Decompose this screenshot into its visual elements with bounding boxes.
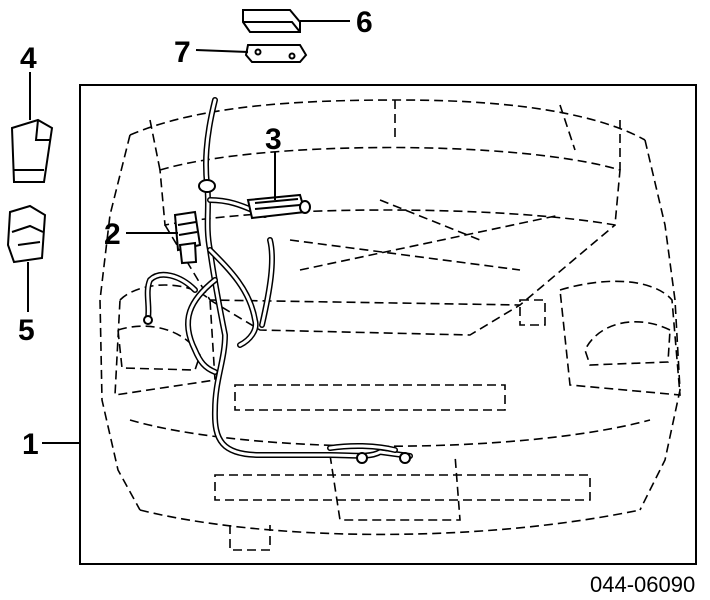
diagram-frame bbox=[79, 84, 697, 565]
component-2 bbox=[173, 210, 202, 265]
callout-3: 3 bbox=[265, 123, 282, 156]
callout-7: 7 bbox=[174, 36, 191, 69]
component-6 bbox=[242, 9, 301, 33]
component-7 bbox=[244, 44, 308, 63]
callout-4: 4 bbox=[20, 42, 37, 75]
leader-lines bbox=[27, 20, 350, 444]
component-3 bbox=[246, 193, 311, 220]
callout-1: 1 bbox=[22, 428, 39, 461]
callout-5: 5 bbox=[18, 314, 35, 347]
callout-6: 6 bbox=[356, 6, 373, 39]
reference-code: 044-06090 bbox=[590, 572, 695, 597]
component-5 bbox=[6, 204, 47, 264]
wire-harness bbox=[143, 97, 413, 464]
component-4 bbox=[10, 118, 54, 183]
callout-2: 2 bbox=[104, 218, 121, 251]
